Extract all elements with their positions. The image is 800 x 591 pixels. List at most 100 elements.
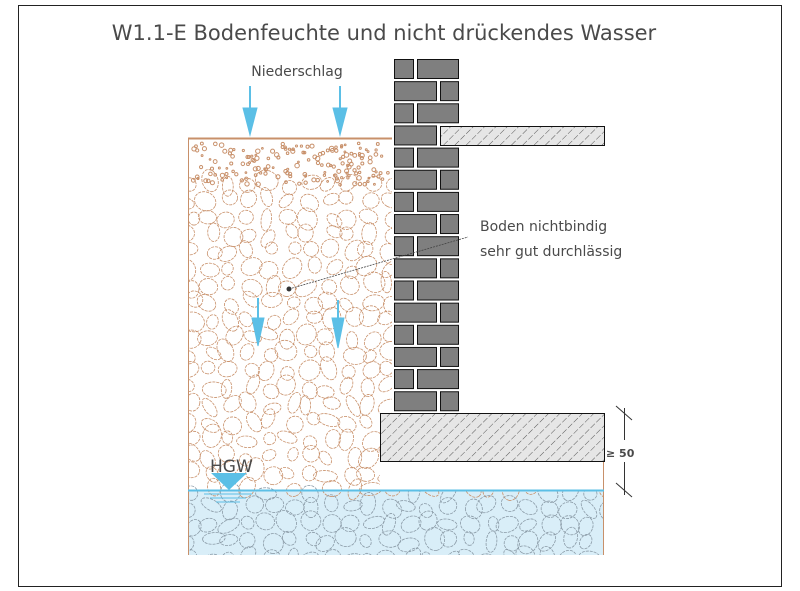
- pebble: [323, 192, 340, 206]
- pebble: [359, 414, 373, 429]
- pebble: [278, 193, 294, 209]
- pebble: [339, 553, 363, 555]
- pebble: [539, 365, 554, 383]
- soil-dot: [356, 175, 362, 181]
- pebble: [339, 297, 354, 313]
- pebble: [566, 258, 583, 274]
- soil-dot: [371, 167, 377, 173]
- pebble: [318, 341, 335, 362]
- pebble: [465, 498, 483, 520]
- pebble: [378, 530, 402, 548]
- pebble: [217, 361, 238, 378]
- callout-leader: [288, 236, 469, 290]
- pebble: [519, 276, 545, 293]
- soil-dot: [360, 161, 365, 166]
- soil-dot: [285, 151, 290, 155]
- soil-dot: [373, 182, 376, 186]
- brick-wall: [394, 59, 459, 412]
- soil-dot: [294, 144, 298, 148]
- soil-dot: [356, 165, 361, 170]
- pebble: [577, 194, 598, 212]
- soil-dot: [212, 159, 218, 164]
- soil-dot: [287, 147, 292, 151]
- pebble: [362, 349, 377, 364]
- pebble: [355, 255, 378, 277]
- soil-dot: [376, 174, 381, 179]
- pebble: [481, 346, 495, 362]
- soil-dot: [253, 173, 258, 177]
- pebble: [244, 363, 260, 378]
- pebble: [481, 294, 496, 315]
- pebble: [521, 347, 543, 363]
- pebble: [495, 515, 519, 534]
- pebble: [301, 484, 319, 504]
- pebble: [336, 209, 357, 230]
- pebble: [216, 338, 235, 362]
- pebble: [460, 186, 479, 210]
- pebble: [274, 339, 298, 362]
- pebble: [255, 326, 279, 341]
- pebble: [246, 374, 261, 395]
- groundwater-zone: [188, 490, 604, 555]
- brick: [394, 280, 414, 301]
- soil-dot: [367, 159, 373, 165]
- pebble: [424, 527, 445, 551]
- pebble: [305, 531, 322, 547]
- soil-dot: [194, 144, 198, 149]
- soil-dot: [206, 178, 211, 184]
- pebble: [577, 466, 593, 483]
- pebble: [221, 430, 234, 445]
- pebble: [206, 246, 223, 260]
- pebble: [537, 531, 557, 552]
- pebble: [239, 178, 256, 193]
- pebble: [598, 382, 604, 400]
- pebble: [318, 450, 333, 466]
- brick: [394, 191, 414, 212]
- pebble: [200, 262, 220, 278]
- brick: [417, 280, 459, 301]
- pebble: [535, 175, 555, 191]
- pebble: [598, 479, 604, 499]
- pebble: [363, 331, 382, 350]
- soil-dot: [302, 171, 308, 177]
- soil-dot: [305, 144, 310, 149]
- soil-dot: [340, 176, 344, 180]
- pebble: [382, 513, 397, 536]
- pebble: [302, 381, 318, 400]
- pebble: [582, 262, 604, 281]
- pebble: [275, 510, 297, 533]
- pebble: [263, 432, 277, 446]
- pebble: [301, 174, 322, 190]
- soil-dot: [248, 161, 252, 165]
- pebble: [358, 305, 381, 327]
- soil-dot: [312, 154, 318, 160]
- pebble: [600, 258, 604, 276]
- pebble: [601, 459, 625, 482]
- soil-dot: [311, 177, 317, 183]
- soil-dot: [359, 152, 365, 159]
- pebble: [476, 394, 495, 412]
- pebble: [220, 276, 235, 291]
- pebble: [303, 435, 318, 450]
- pebble: [260, 208, 272, 232]
- pebble: [188, 177, 197, 192]
- pebble: [324, 494, 339, 513]
- pebble: [458, 292, 474, 309]
- pebble: [476, 495, 497, 514]
- pebble: [526, 292, 542, 315]
- pebble: [320, 356, 338, 381]
- pebble: [188, 442, 201, 462]
- soil-dot: [366, 180, 370, 184]
- pebble: [285, 223, 299, 239]
- brick: [394, 236, 414, 257]
- pebble: [223, 416, 242, 436]
- pebble: [496, 462, 517, 483]
- pebble: [356, 240, 374, 258]
- soil-dot: [354, 171, 359, 176]
- pebble: [300, 510, 322, 531]
- soil-dot: [285, 170, 290, 176]
- soil-dot: [254, 155, 260, 161]
- brick: [394, 346, 437, 367]
- pebble: [504, 347, 520, 360]
- pebble: [325, 429, 341, 449]
